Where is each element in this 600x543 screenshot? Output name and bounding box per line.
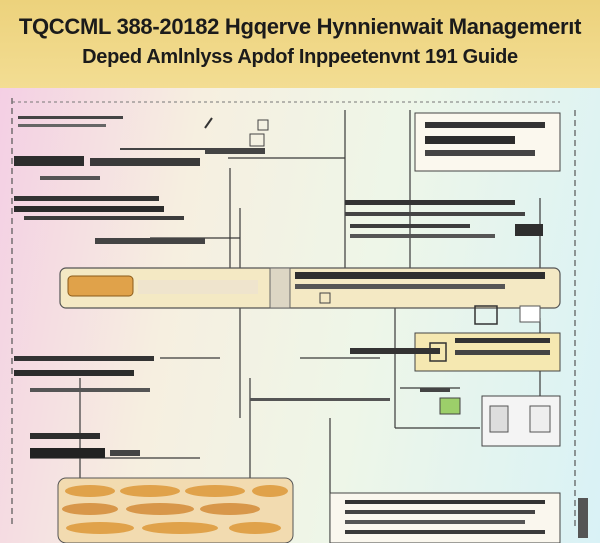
box-top-right — [414, 112, 561, 172]
title-banner: TQCCML 388-20182 Hgqerve Hynnienwait Man… — [0, 0, 600, 88]
frame-dashed-border — [11, 98, 576, 528]
glyph-row-top-left — [14, 116, 240, 180]
flow-diagram — [0, 88, 600, 543]
icon-cluster-top — [204, 117, 269, 154]
title-line-1: TQCCML 388-20182 Hgqerve Hynnienwait Man… — [18, 14, 582, 39]
orange-stack — [57, 477, 294, 543]
glyph-rows-middle — [14, 196, 543, 244]
module-right — [414, 305, 561, 372]
table-bottom-right — [329, 492, 588, 543]
diagram-svg — [11, 98, 588, 543]
pipeline-band — [59, 267, 561, 309]
title-line-2: Deped Amlnlyss Apdof Inppeetenvnt 191 Gu… — [82, 46, 518, 68]
glyph-rows-lower-left — [14, 348, 440, 458]
module-green — [420, 388, 561, 447]
